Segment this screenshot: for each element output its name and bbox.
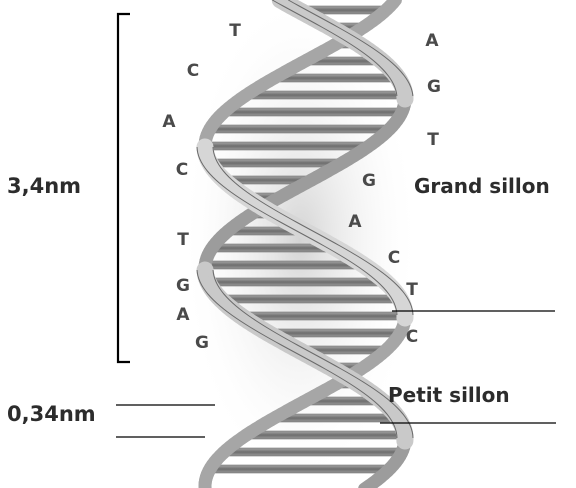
base-pair-rung	[246, 431, 404, 439]
major-groove-label: Grand sillon	[414, 174, 550, 198]
base-pair-rung	[220, 295, 400, 303]
base-right-5: A	[348, 212, 362, 232]
minor-groove-label: Petit sillon	[388, 383, 510, 407]
base-left-7: A	[176, 305, 190, 325]
base-right-6: C	[388, 248, 400, 268]
base-left-6: G	[176, 276, 190, 296]
base-pair-rung	[205, 261, 363, 269]
base-left-3: A	[162, 112, 176, 132]
pitch-bracket	[118, 14, 130, 362]
base-pair-rung	[210, 125, 390, 133]
base-left-8: G	[195, 333, 209, 353]
base-right-4: G	[362, 171, 376, 191]
base-right-2: G	[427, 77, 441, 97]
base-pair-rung	[210, 159, 342, 167]
pitch-label: 3,4nm	[7, 174, 81, 198]
base-pair-rung	[241, 312, 405, 320]
base-left-4: C	[176, 160, 188, 180]
base-pair-rung	[246, 91, 404, 99]
base-right-8: C	[406, 327, 418, 347]
rise-label: 0,34nm	[7, 402, 96, 426]
base-right-7: T	[406, 280, 418, 300]
base-pair-rung	[224, 108, 402, 116]
base-right-1: A	[425, 31, 439, 51]
base-pair-rung	[210, 465, 390, 473]
base-left-1: T	[229, 21, 241, 41]
base-right-3: T	[427, 130, 439, 150]
base-pair-rung	[274, 414, 398, 422]
base-left-5: T	[177, 230, 189, 250]
base-pair-rung	[274, 74, 398, 82]
base-left-2: C	[187, 61, 199, 81]
base-pair-rung	[208, 278, 386, 286]
base-pair-rung	[224, 448, 402, 456]
base-pair-rung	[205, 142, 369, 150]
